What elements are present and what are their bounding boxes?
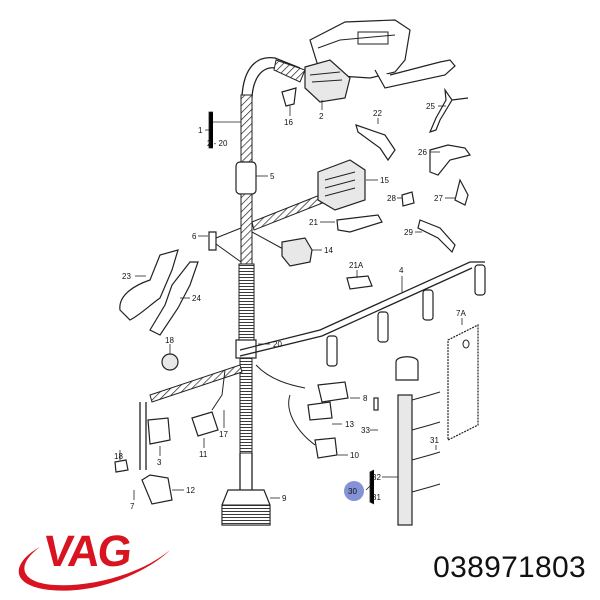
svg-text:21A: 21A xyxy=(349,261,364,270)
svg-text:32: 32 xyxy=(372,473,381,482)
svg-text:1: 1 xyxy=(198,126,203,135)
svg-text:3: 3 xyxy=(157,458,162,467)
svg-text:17: 17 xyxy=(219,430,228,439)
brackets-23-24 xyxy=(119,249,199,336)
svg-text:23: 23 xyxy=(122,272,131,281)
svg-text:7: 7 xyxy=(130,502,135,511)
gasket-7A xyxy=(447,324,479,441)
part-number: 038971803 xyxy=(433,551,586,584)
svg-text:28: 28 xyxy=(387,194,396,203)
svg-text:18: 18 xyxy=(114,452,123,461)
svg-text:25: 25 xyxy=(426,102,435,111)
svg-text:20: 20 xyxy=(273,340,282,349)
main-harness-trunk xyxy=(221,56,306,526)
svg-text:24: 24 xyxy=(192,294,201,303)
bracket-25 xyxy=(428,87,469,133)
svg-text:22: 22 xyxy=(373,109,382,118)
svg-text:18: 18 xyxy=(165,336,174,345)
svg-text:30: 30 xyxy=(348,487,357,496)
svg-text:21: 21 xyxy=(309,218,318,227)
svg-text:9: 9 xyxy=(282,494,287,503)
bracket-26 xyxy=(429,144,472,176)
svg-text:7A: 7A xyxy=(456,309,466,318)
vag-logo-swoosh xyxy=(18,547,170,591)
svg-text:10: 10 xyxy=(350,451,359,460)
svg-text:6: 6 xyxy=(192,232,197,241)
svg-text:2 - 20: 2 - 20 xyxy=(207,139,228,148)
clip-21A xyxy=(346,275,373,290)
ignition-rail-30 xyxy=(373,356,441,526)
svg-text:33: 33 xyxy=(361,426,370,435)
bracket-27a xyxy=(454,178,469,206)
svg-text:16: 16 xyxy=(284,118,293,127)
callout-labels: 1 2 - 20 2 16 22 25 26 5 15 28 27 21 29 … xyxy=(114,100,466,511)
injector-harness-4 xyxy=(239,261,486,367)
svg-text:13: 13 xyxy=(345,420,354,429)
svg-text:31: 31 xyxy=(430,436,439,445)
svg-text:26: 26 xyxy=(418,148,427,157)
svg-text:29: 29 xyxy=(404,228,413,237)
bracket-22 xyxy=(355,124,396,162)
svg-text:27: 27 xyxy=(434,194,443,203)
connector-2 xyxy=(304,59,351,103)
lower-branches xyxy=(114,353,349,505)
svg-text:5: 5 xyxy=(270,172,275,181)
bracket-21 xyxy=(336,214,383,233)
svg-text:4: 4 xyxy=(399,266,404,275)
svg-text:8: 8 xyxy=(363,394,368,403)
brand-logo: VAG xyxy=(41,527,133,576)
bracket-29 xyxy=(417,219,456,254)
branch-15-14 xyxy=(251,159,366,267)
svg-text:12: 12 xyxy=(186,486,195,495)
highlighted-part-30[interactable]: 30 xyxy=(344,481,364,501)
svg-text:31: 31 xyxy=(372,493,381,502)
small-brackets xyxy=(336,87,472,290)
svg-text:2: 2 xyxy=(319,112,324,121)
svg-text:14: 14 xyxy=(324,246,333,255)
svg-text:11: 11 xyxy=(199,450,208,459)
bracket-6 xyxy=(208,227,242,263)
engine-control-unit xyxy=(309,19,456,89)
clip-28 xyxy=(401,191,415,207)
svg-text:15: 15 xyxy=(380,176,389,185)
